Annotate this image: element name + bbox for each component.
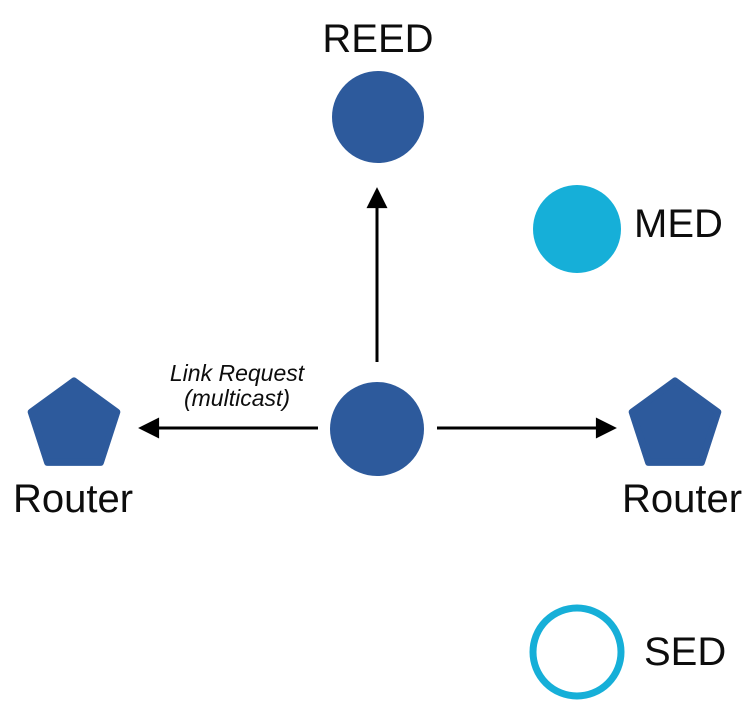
router-left-label: Router: [12, 477, 134, 521]
annotation-line-2: (multicast): [183, 385, 291, 411]
router-right-pentagon: [628, 377, 722, 466]
link-request-annotation: Link Request (multicast): [137, 361, 337, 411]
sed-label: SED: [644, 630, 727, 674]
reed-label: REED: [322, 17, 434, 61]
med-label: MED: [634, 202, 723, 246]
annotation-line-1: Link Request: [169, 360, 305, 386]
med-node-circle: [533, 185, 621, 273]
sed-node-circle: [529, 604, 625, 700]
reed-node-circle: [332, 71, 424, 163]
router-left-pentagon: [27, 377, 121, 466]
router-right-label: Router: [621, 477, 743, 521]
sender-node-circle: [330, 382, 424, 476]
